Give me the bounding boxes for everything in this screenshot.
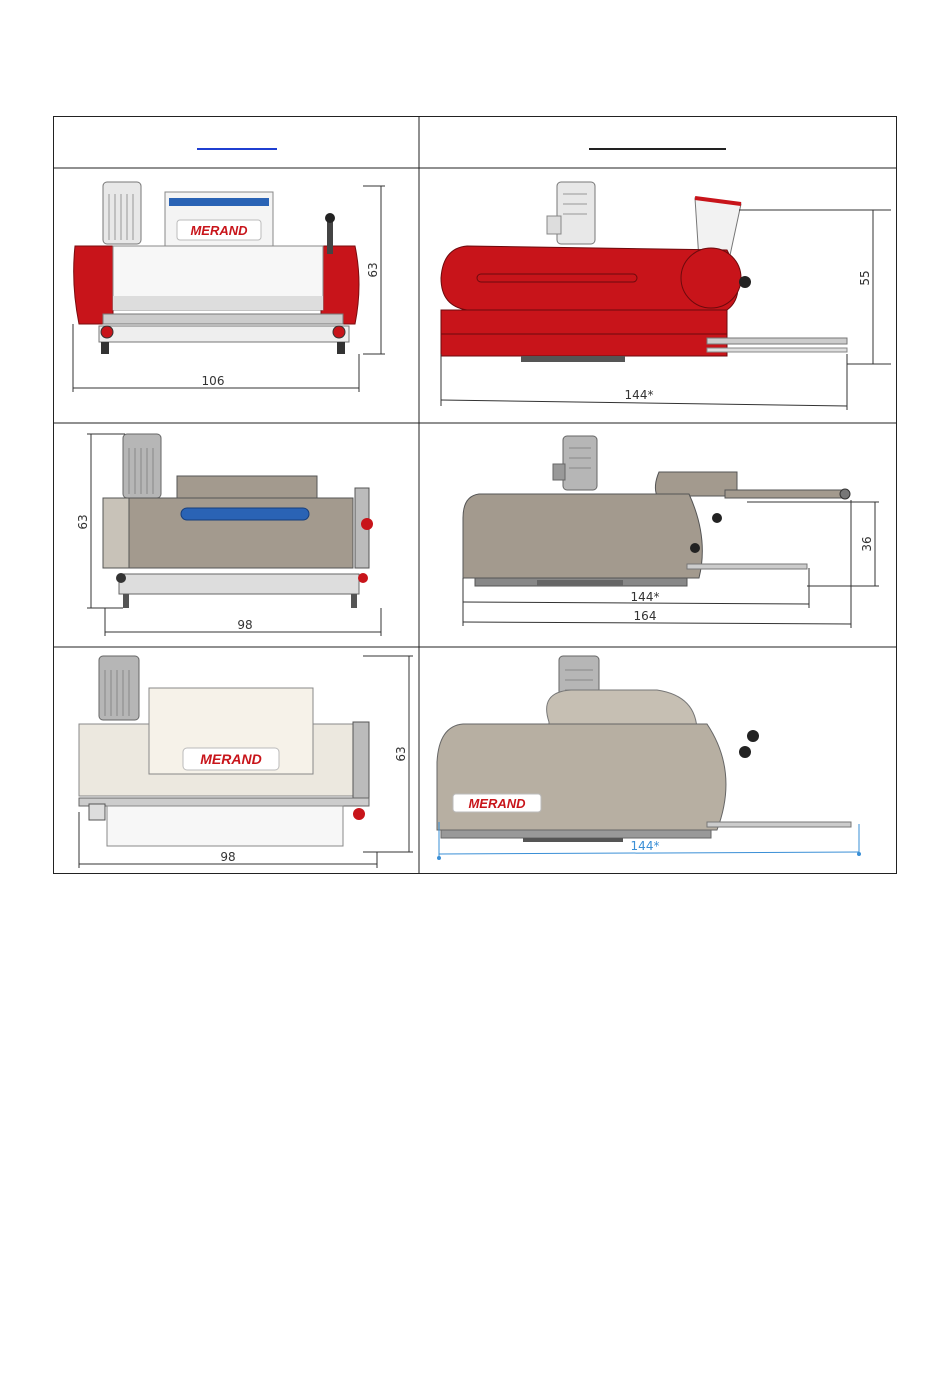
dim-front-height-2: 63	[76, 514, 90, 529]
front-view-grey-2: MERAND 63 98	[63, 652, 413, 870]
side-view-grey-2: MERAND 144*	[427, 652, 891, 870]
dim-front-width-1: 106	[202, 374, 225, 388]
dim-front-width-3: 98	[220, 850, 235, 864]
header-link-side-view[interactable]	[589, 148, 726, 150]
brand-logo: MERAND	[190, 223, 248, 238]
dim-front-height-1: 63	[366, 262, 380, 277]
dim-side-height-1: 55	[858, 270, 872, 285]
side-view-red: 55 144*	[427, 174, 891, 416]
dim-side-width-3: 144*	[631, 839, 660, 853]
dim-side-width-1: 144*	[625, 388, 654, 402]
drawing-sheet: MERAND 63 106	[53, 116, 897, 874]
dim-front-width-2: 98	[237, 618, 252, 632]
front-view-grey-1: 63 98	[63, 428, 413, 642]
side-view-grey-1: 36 144* 164	[427, 428, 891, 642]
dim-front-height-3: 63	[394, 746, 408, 761]
dim-side-height-2: 36	[860, 536, 874, 551]
brand-logo-2: MERAND	[200, 751, 261, 767]
dim-side-width-inner-2: 144*	[631, 590, 660, 604]
header-link-front-view[interactable]	[197, 148, 277, 150]
brand-logo-3: MERAND	[468, 796, 526, 811]
front-view-red: MERAND 63 106	[63, 174, 413, 416]
dim-side-width-outer-2: 164	[634, 609, 657, 623]
